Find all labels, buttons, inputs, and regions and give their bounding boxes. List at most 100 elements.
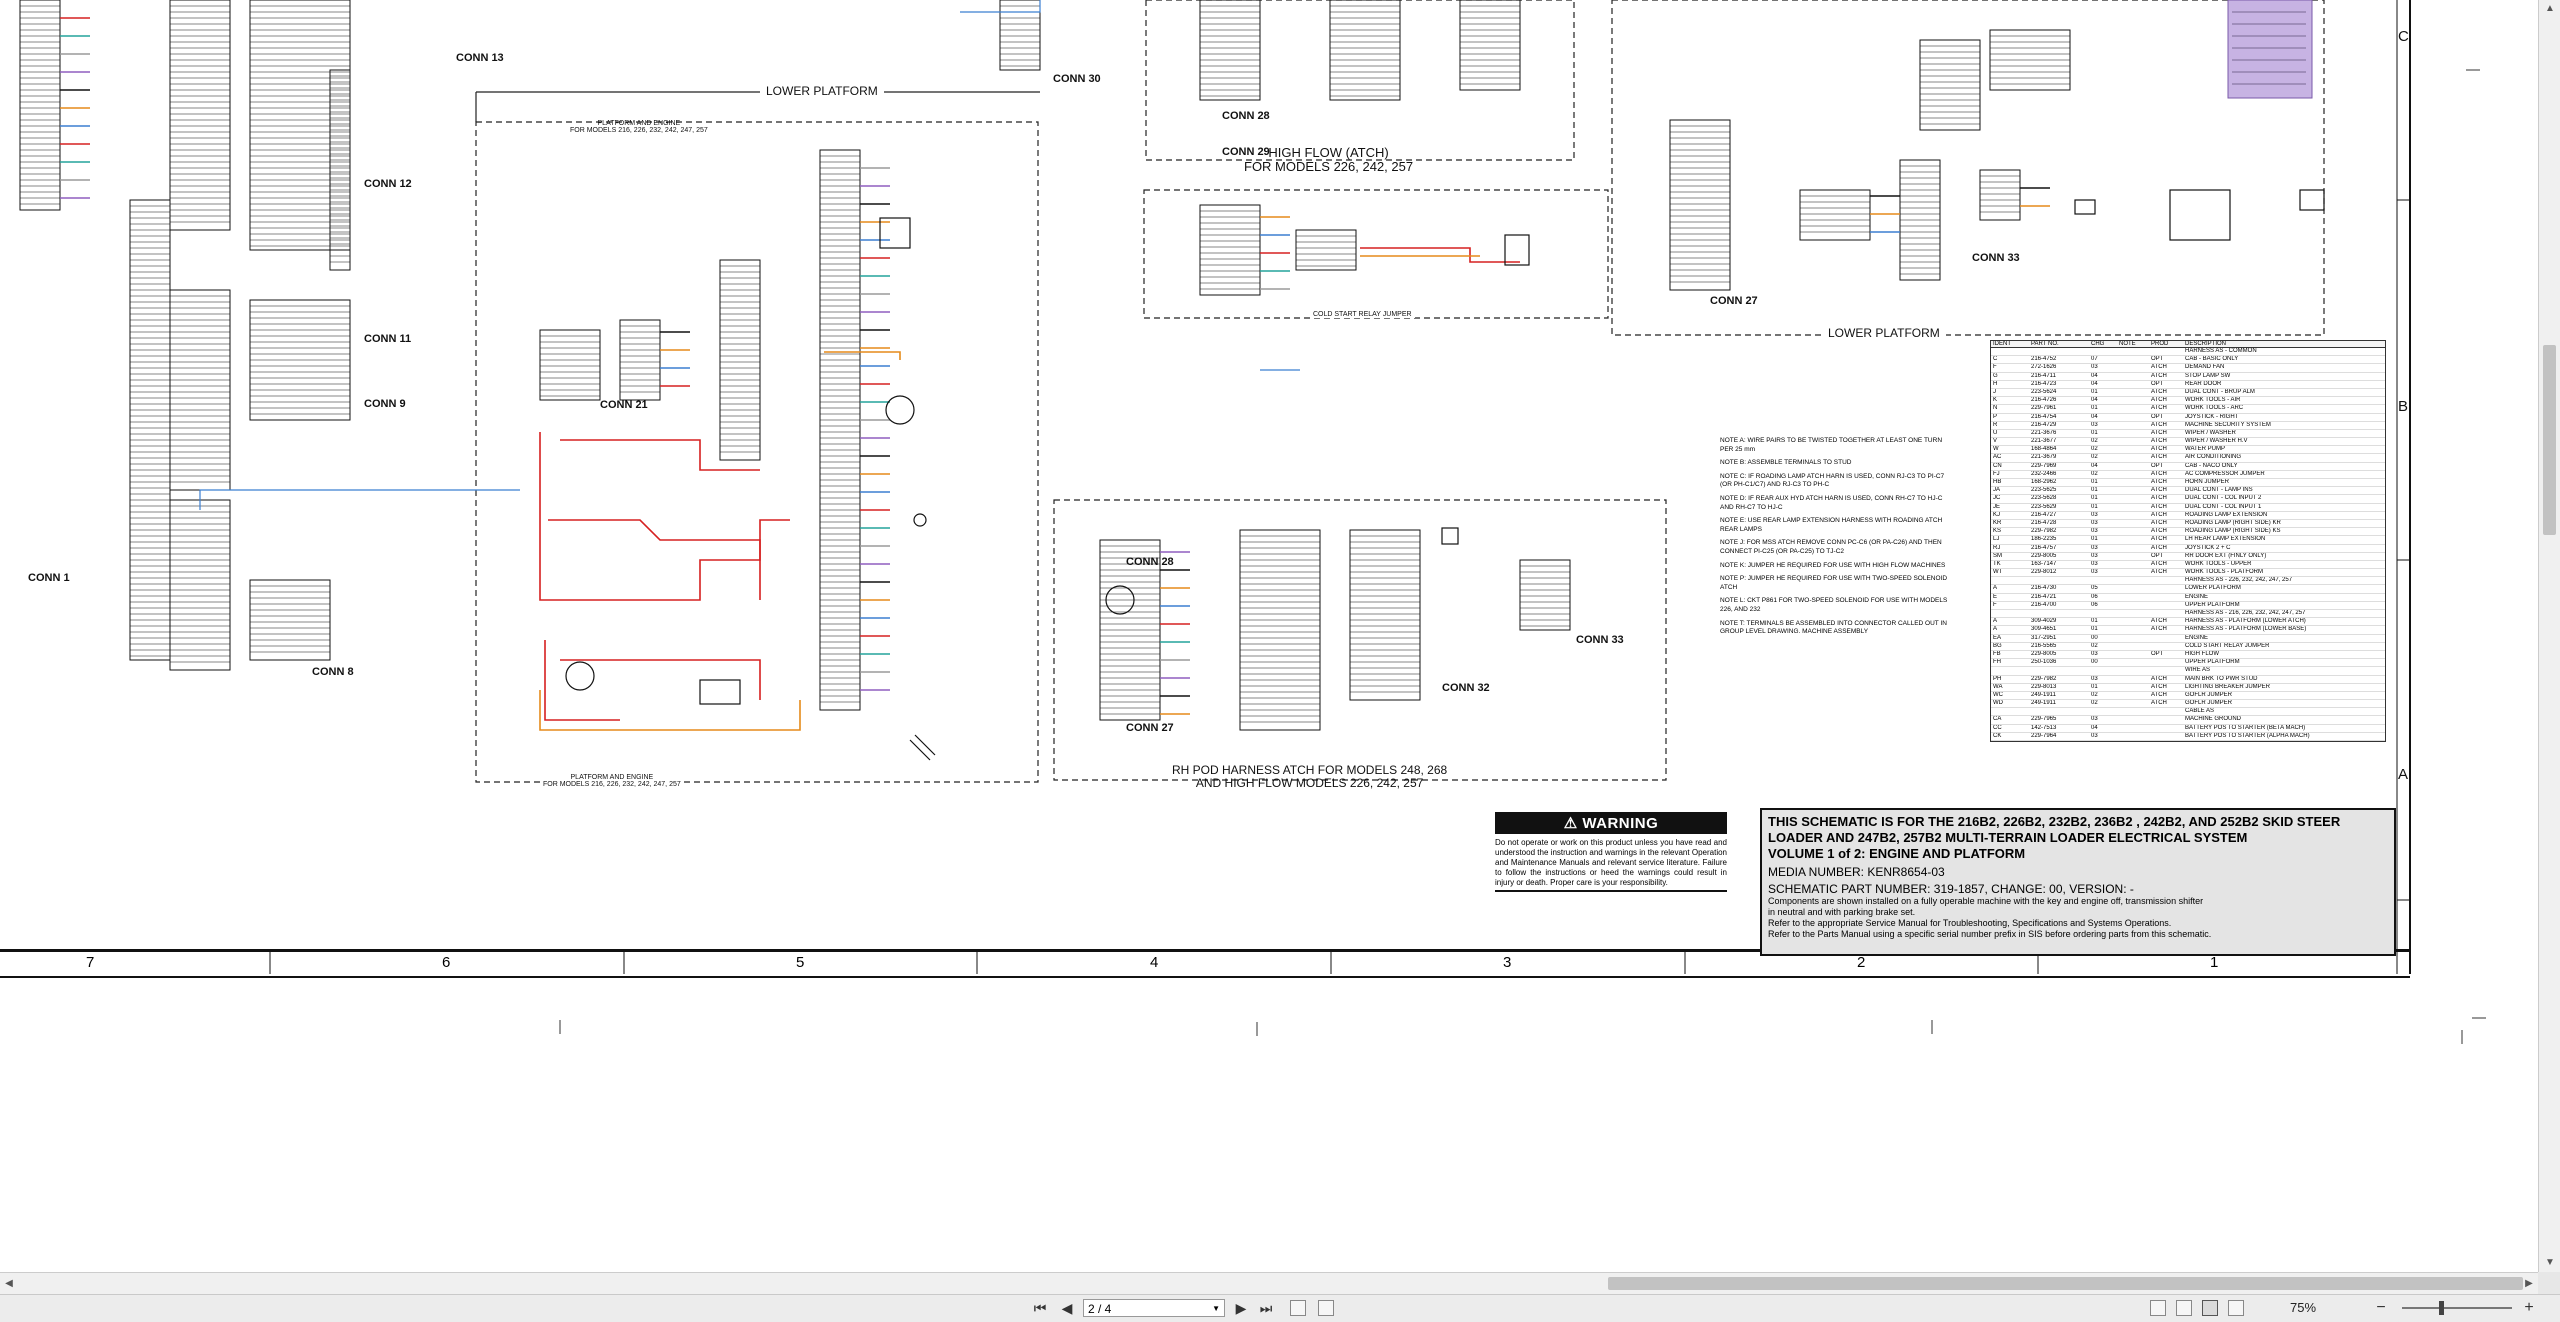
table-cell: 04 — [2091, 724, 2098, 731]
table-cell: 07 — [2091, 356, 2098, 363]
table-cell: BATTERY POS TO STARTER (ALPHA MACH) — [2185, 732, 2310, 739]
document-viewport[interactable]: CONN 13 CONN 12 CONN 11 CONN 9 CONN 1 CO… — [0, 0, 2538, 1272]
page-number-field[interactable]: 2 / 4▼ — [1083, 1299, 1225, 1317]
table-cell: 01 — [2091, 683, 2098, 690]
table-cell: 229-8012 — [2031, 569, 2057, 576]
table-cell: COLD START RELAY JUMPER — [2185, 642, 2270, 649]
chevron-down-icon[interactable]: ▼ — [1212, 1304, 1220, 1313]
scroll-right-arrow-icon[interactable]: ▶ — [2525, 1278, 2533, 1289]
scroll-up-arrow-icon[interactable]: ▲ — [2545, 3, 2555, 14]
remove-view-icon[interactable] — [1318, 1300, 1334, 1316]
vertical-scroll-thumb[interactable] — [2543, 345, 2556, 535]
table-cell: WD — [1993, 700, 2003, 707]
table-cell: OPT — [2151, 356, 2164, 363]
table-cell: ATCH — [2151, 618, 2167, 625]
table-cell: ATCH — [2151, 560, 2167, 567]
horizontal-scroll-thumb[interactable] — [1608, 1277, 2523, 1290]
next-page-button[interactable]: ▶ — [1235, 1300, 1247, 1316]
table-cell — [2117, 446, 2149, 453]
table-cell: ATCH — [2151, 528, 2167, 535]
table-cell — [2117, 553, 2149, 560]
single-page-view-icon[interactable] — [2150, 1300, 2166, 1316]
table-cell: 142-7513 — [2031, 724, 2057, 731]
table-cell: ATCH — [2151, 536, 2167, 543]
zoom-level[interactable]: 75% — [2290, 1300, 2317, 1315]
column-header: CHG — [2091, 341, 2105, 347]
table-cell: C — [1993, 356, 1998, 363]
continuous-view-icon[interactable] — [2176, 1300, 2192, 1316]
table-cell: 229-7961 — [2031, 405, 2057, 412]
connector-label: CONN 33 — [1972, 252, 2020, 264]
table-cell — [2117, 594, 2149, 601]
table-cell: ATCH — [2151, 479, 2167, 485]
table-cell: WA — [1993, 683, 2003, 690]
zoom-out-button[interactable]: − — [2376, 1299, 2386, 1316]
table-cell: 03 — [2091, 732, 2098, 739]
table-cell: 06 — [2091, 601, 2098, 608]
zoom-slider-handle[interactable] — [2439, 1301, 2444, 1315]
first-page-button[interactable]: ⏮ — [1033, 1300, 1047, 1316]
note-item: NOTE B: ASSEMBLE TERMINALS TO STUD — [1720, 459, 1852, 467]
warning-box: ⚠ WARNING Do not operate or work on this… — [1495, 812, 1727, 892]
table-cell: CAB - NACO ONLY — [2185, 462, 2238, 469]
table-cell: BG — [1993, 642, 2002, 649]
zone-column-number: 1 — [2210, 954, 2219, 971]
add-view-icon[interactable] — [1290, 1300, 1306, 1316]
table-cell — [2117, 495, 2149, 502]
table-cell — [2117, 356, 2149, 363]
table-cell: 229-8013 — [2031, 683, 2057, 690]
table-cell: 216-4757 — [2031, 544, 2057, 551]
table-cell: OPT — [2151, 650, 2164, 657]
table-cell: 232-2466 — [2031, 470, 2057, 477]
table-cell: ATCH — [2151, 446, 2167, 453]
table-cell — [2117, 733, 2149, 740]
table-cell: OPT — [2151, 380, 2164, 387]
table-cell — [2117, 512, 2149, 519]
table-cell — [2117, 667, 2149, 674]
table-cell: ATCH — [2151, 470, 2167, 477]
table-cell: K — [1993, 397, 1998, 404]
table-cell — [2117, 471, 2149, 478]
horizontal-scrollbar[interactable]: ◀ ▶ — [0, 1272, 2538, 1295]
zoom-in-button[interactable]: + — [2524, 1299, 2534, 1316]
zoom-slider-track[interactable] — [2402, 1307, 2512, 1309]
table-cell — [2117, 414, 2149, 421]
table-cell — [2117, 463, 2149, 470]
table-cell — [2117, 389, 2149, 396]
table-cell — [2029, 610, 2089, 617]
table-cell: GOFLR JUMPER — [2185, 700, 2233, 707]
table-cell — [2117, 520, 2149, 527]
table-cell: 317-2951 — [2031, 634, 2057, 641]
table-cell: ATCH — [2151, 675, 2167, 682]
table-cell — [2089, 610, 2117, 617]
scroll-left-arrow-icon[interactable]: ◀ — [5, 1278, 13, 1289]
note-item: NOTE K: JUMPER HE REQUIRED FOR USE WITH … — [1720, 561, 1946, 569]
section-label-high-flow: HIGH FLOW (ATCH) FOR MODELS 226, 242, 25… — [1244, 145, 1414, 174]
table-cell: WORK TOOLS - AIR — [2185, 397, 2241, 404]
fit-view-icon[interactable] — [2228, 1300, 2244, 1316]
table-cell: ATCH — [2151, 503, 2167, 510]
table-cell: ATCH — [2151, 438, 2167, 445]
table-cell: HARNESS AS - 226, 232, 242, 247, 257 — [2185, 577, 2293, 584]
table-cell: W — [1993, 446, 1999, 453]
last-page-button[interactable]: ⏭ — [1259, 1300, 1273, 1316]
facing-pages-view-icon[interactable] — [2202, 1300, 2218, 1316]
table-cell: WATER PUMP — [2185, 446, 2225, 453]
table-cell: ROADING LAMP (RIGHT SIDE) KR — [2185, 519, 2281, 526]
table-cell: A — [1993, 585, 1998, 592]
zone-column-number: 6 — [442, 954, 451, 971]
table-cell: F — [1993, 364, 1997, 371]
section-label-lower-platform-2: LOWER PLATFORM — [1822, 326, 1946, 340]
table-cell: N — [1993, 405, 1998, 412]
table-cell: AIR CONDITIONING — [2185, 454, 2242, 461]
zone-row-letter: B — [2398, 398, 2409, 415]
vertical-scrollbar[interactable]: ▲ ▼ — [2538, 0, 2560, 1272]
previous-page-button[interactable]: ◀ — [1061, 1300, 1073, 1316]
table-cell: MACHINE SECURITY SYSTEM — [2185, 421, 2271, 428]
table-cell: WIPER / WASHER H.V — [2185, 438, 2248, 445]
scroll-down-arrow-icon[interactable]: ▼ — [2545, 1257, 2555, 1268]
